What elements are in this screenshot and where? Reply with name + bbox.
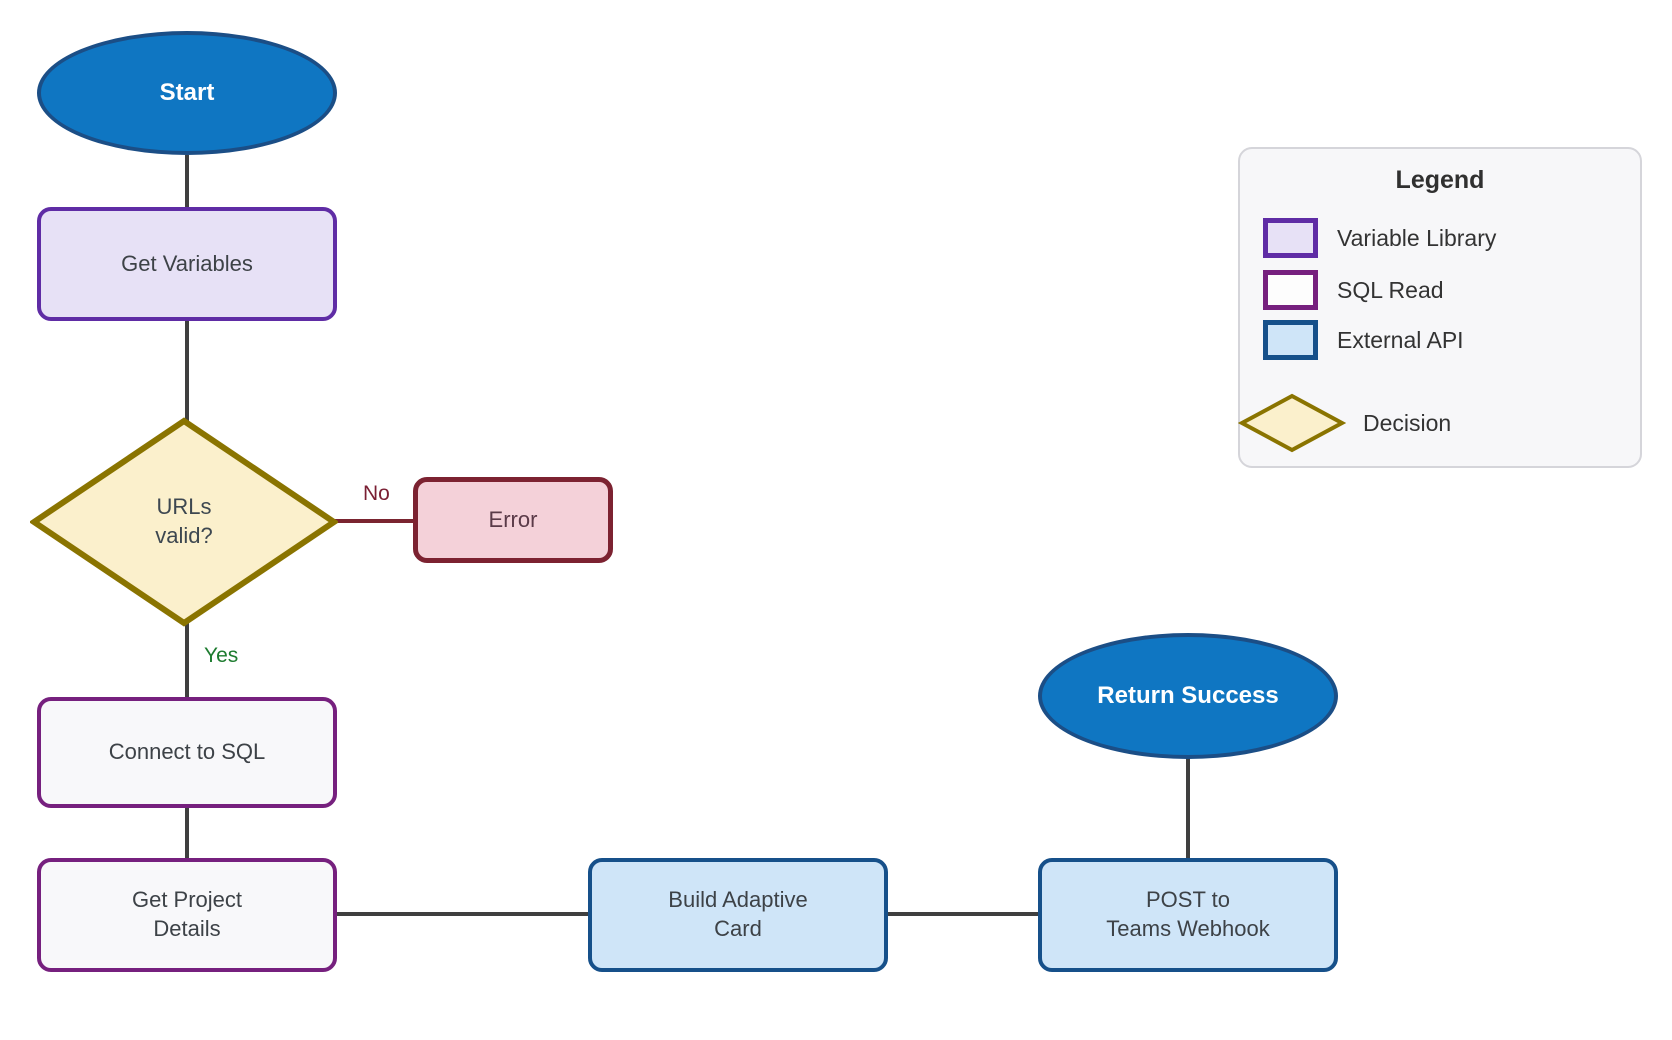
decision-swatch-diamond (1238, 393, 1346, 453)
connector-start-to-get-variables (185, 155, 189, 208)
node-post-teams-webhook-label: POST to Teams Webhook (1106, 887, 1270, 941)
node-get-variables-label: Get Variables (121, 250, 253, 276)
decision-diamond-shape (30, 417, 338, 627)
connector-decision-yes-to-connect-sql (185, 620, 189, 698)
node-get-project-details-label: Get Project Details (131, 887, 243, 941)
variable-library-swatch (1263, 218, 1318, 258)
node-connect-to-sql: Connect to SQL (37, 697, 337, 808)
edge-label-yes: Yes (204, 644, 239, 667)
node-return-success-label: Return Success (1097, 682, 1279, 709)
legend: Legend Variable Library SQL Read Externa… (1238, 147, 1642, 468)
node-urls-valid-label: URLs valid? (155, 494, 213, 548)
node-get-project-details: Get Project Details (37, 858, 337, 972)
node-build-adaptive-card: Build Adaptive Card (588, 858, 888, 972)
legend-item-label: Variable Library (1337, 224, 1497, 251)
node-post-teams-webhook: POST to Teams Webhook (1038, 858, 1338, 972)
legend-item-label: External API (1337, 326, 1464, 353)
node-error: Error (413, 477, 613, 563)
node-return-success: Return Success (1038, 633, 1338, 759)
edge-label-no: No (363, 482, 390, 505)
connector-decision-no-to-error (335, 519, 414, 523)
node-start-label: Start (159, 79, 215, 106)
node-get-variables: Get Variables (37, 207, 337, 321)
connector-return-success-to-post-webhook (1186, 758, 1190, 859)
node-error-label: Error (488, 506, 538, 532)
sql-read-swatch (1263, 270, 1318, 310)
connector-connect-sql-to-get-project (185, 806, 189, 859)
connector-get-variables-to-decision (185, 321, 189, 423)
external-api-swatch (1263, 320, 1318, 360)
node-connect-to-sql-label: Connect to SQL (108, 739, 266, 765)
legend-item-decision-label: Decision (1363, 409, 1452, 436)
node-start: Start (37, 31, 337, 155)
legend-item-variable-library: Variable Library (1263, 218, 1496, 258)
connector-get-project-to-build-card (336, 912, 589, 916)
legend-title: Legend (1395, 166, 1485, 194)
connector-build-card-to-post-webhook (887, 912, 1039, 916)
node-build-adaptive-card-label: Build Adaptive Card (668, 887, 808, 941)
legend-item-sql-read: SQL Read (1263, 270, 1444, 310)
legend-item-external-api: External API (1263, 320, 1464, 360)
legend-item-label: SQL Read (1337, 276, 1444, 303)
